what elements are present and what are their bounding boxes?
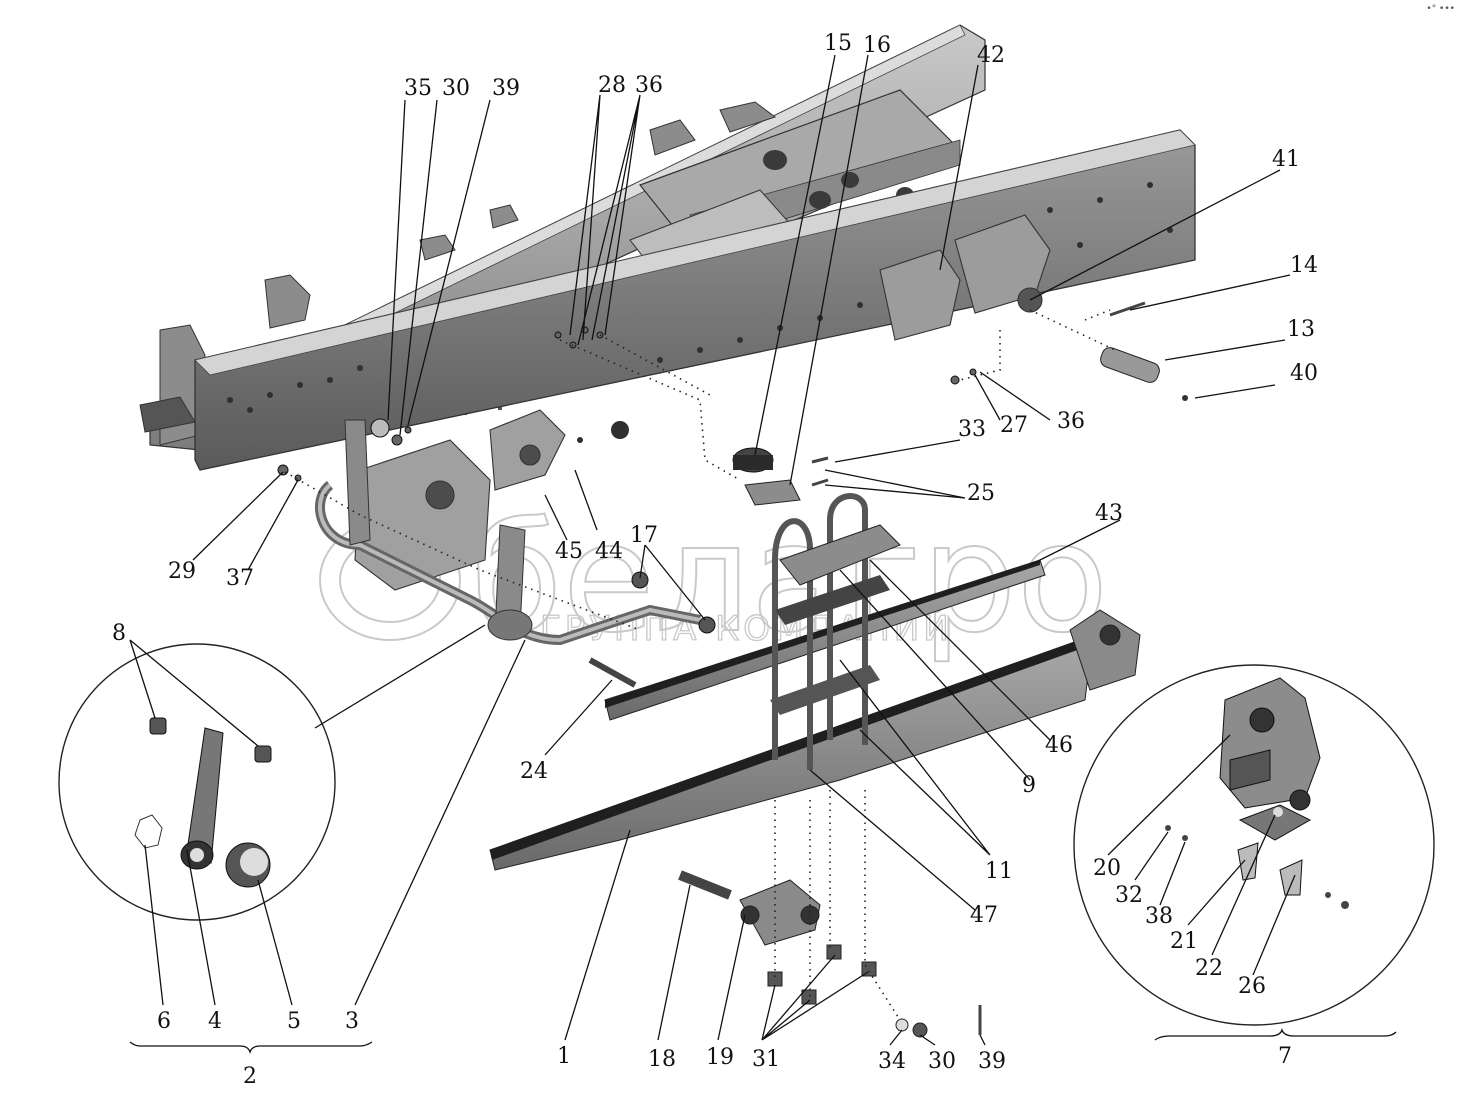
spring-assembly bbox=[277, 301, 1188, 1038]
assembly-lines bbox=[284, 309, 1116, 1021]
callout-14: 14 bbox=[1290, 253, 1318, 278]
bolt bbox=[588, 657, 637, 688]
callout-20: 20 bbox=[1093, 856, 1121, 881]
callout-35: 35 bbox=[404, 76, 432, 101]
plate-22 bbox=[1238, 804, 1312, 841]
callout-42: 42 bbox=[977, 43, 1005, 68]
callout-19: 19 bbox=[706, 1045, 734, 1070]
callout-24: 24 bbox=[520, 759, 548, 784]
bolt-18 bbox=[678, 870, 732, 900]
callout-3: 3 bbox=[345, 1009, 359, 1034]
callout-46: 46 bbox=[1045, 733, 1073, 758]
callout-8: 8 bbox=[112, 621, 126, 646]
callout-17: 17 bbox=[630, 523, 658, 548]
detail-view-7 bbox=[1073, 664, 1435, 1041]
callout-27: 27 bbox=[1000, 413, 1028, 438]
callout-26: 26 bbox=[1238, 974, 1266, 999]
callout-1: 1 bbox=[557, 1044, 571, 1069]
link-arm bbox=[185, 727, 224, 864]
callout-28: 28 bbox=[598, 73, 626, 98]
callout-39: 39 bbox=[492, 76, 520, 101]
callout-4: 4 bbox=[208, 1009, 222, 1034]
callout-37: 37 bbox=[226, 566, 254, 591]
callout-45: 45 bbox=[555, 539, 583, 564]
washer bbox=[134, 814, 163, 849]
callout-39: 39 bbox=[978, 1049, 1006, 1074]
callout-41: 41 bbox=[1272, 147, 1300, 172]
callout-36: 36 bbox=[635, 73, 663, 98]
callout-11: 11 bbox=[985, 859, 1013, 884]
callout-30: 30 bbox=[442, 76, 470, 101]
rear-bracket bbox=[354, 409, 566, 591]
wedge-26 bbox=[1279, 859, 1303, 896]
callout-16: 16 bbox=[863, 33, 891, 58]
spring-pad bbox=[779, 524, 901, 586]
stabilizer-link-left bbox=[344, 419, 371, 546]
spring-eye bbox=[1069, 609, 1141, 691]
bracket-assembly bbox=[1219, 677, 1321, 811]
callout-7: 7 bbox=[1278, 1044, 1292, 1069]
wedge-21 bbox=[1237, 842, 1259, 881]
bushing-8a bbox=[149, 717, 167, 735]
callout-25: 25 bbox=[967, 481, 995, 506]
callout-2: 2 bbox=[243, 1064, 257, 1089]
callout-9: 9 bbox=[1022, 773, 1036, 798]
callout-33: 33 bbox=[958, 417, 986, 442]
bushing-8b bbox=[254, 745, 272, 763]
spring-bracket-front bbox=[879, 214, 1051, 341]
corner-mark: •° ••• bbox=[1426, 4, 1455, 14]
callout-47: 47 bbox=[970, 903, 998, 928]
callout-36: 36 bbox=[1057, 409, 1085, 434]
callout-6: 6 bbox=[157, 1009, 171, 1034]
callouts: 35 30 39 28 36 15 16 42 41 14 13 40 33 2… bbox=[112, 31, 1318, 1089]
callout-5: 5 bbox=[287, 1009, 301, 1034]
callout-38: 38 bbox=[1145, 904, 1173, 929]
callout-13: 13 bbox=[1287, 317, 1315, 342]
leader-lines bbox=[129, 54, 1296, 1046]
callout-31: 31 bbox=[752, 1047, 780, 1072]
callout-40: 40 bbox=[1290, 361, 1318, 386]
callout-34: 34 bbox=[878, 1049, 906, 1074]
callout-22: 22 bbox=[1195, 956, 1223, 981]
callout-32: 32 bbox=[1115, 883, 1143, 908]
shackle bbox=[739, 879, 821, 946]
rail-brackets bbox=[139, 101, 777, 446]
frame-assembly bbox=[139, 24, 1196, 646]
callout-21: 21 bbox=[1170, 929, 1198, 954]
callout-29: 29 bbox=[168, 559, 196, 584]
callout-15: 15 bbox=[824, 31, 852, 56]
detail-view-2 bbox=[58, 643, 373, 1055]
callout-30: 30 bbox=[928, 1049, 956, 1074]
callout-18: 18 bbox=[648, 1047, 676, 1072]
callout-43: 43 bbox=[1095, 501, 1123, 526]
callout-44: 44 bbox=[595, 539, 623, 564]
